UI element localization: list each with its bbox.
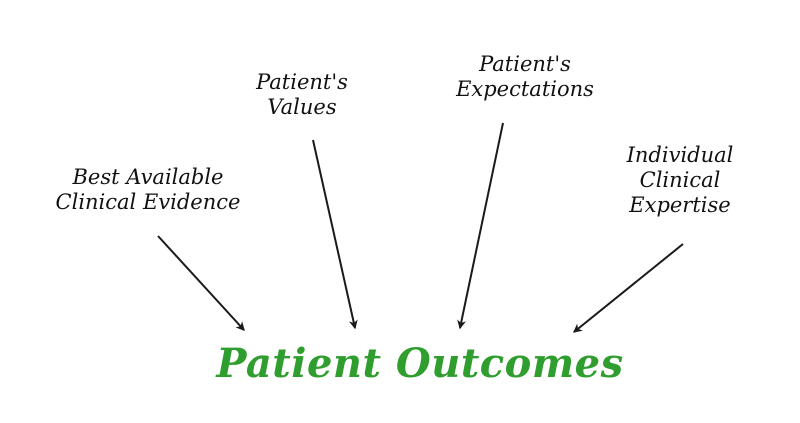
- input-label-line: Individual: [626, 143, 734, 167]
- arrow-expertise-to-outcome: [572, 243, 684, 333]
- input-label-line: Patient's: [256, 70, 348, 94]
- input-patients-values: Patient's Values: [222, 70, 382, 120]
- outcome-label: Patient Outcomes: [216, 340, 624, 387]
- input-label-line: Clinical: [639, 168, 721, 193]
- input-label-line: Values: [267, 95, 337, 120]
- input-label-line: Best Available: [72, 165, 224, 189]
- input-label-line: Expectations: [456, 77, 594, 102]
- arrow-expectations-to-outcome: [457, 122, 504, 330]
- input-label-line: Clinical Evidence: [55, 190, 241, 215]
- input-patients-expectations: Patient's Expectations: [415, 52, 635, 102]
- input-label-line: Patient's: [479, 52, 571, 76]
- input-label-line: Expertise: [629, 193, 731, 218]
- input-individual-clinical-expertise: Individual Clinical Expertise: [590, 143, 770, 219]
- arrow-values-to-outcome: [312, 139, 358, 330]
- input-best-available-clinical-evidence: Best Available Clinical Evidence: [8, 165, 288, 215]
- arrow-evidence-to-outcome: [157, 235, 245, 331]
